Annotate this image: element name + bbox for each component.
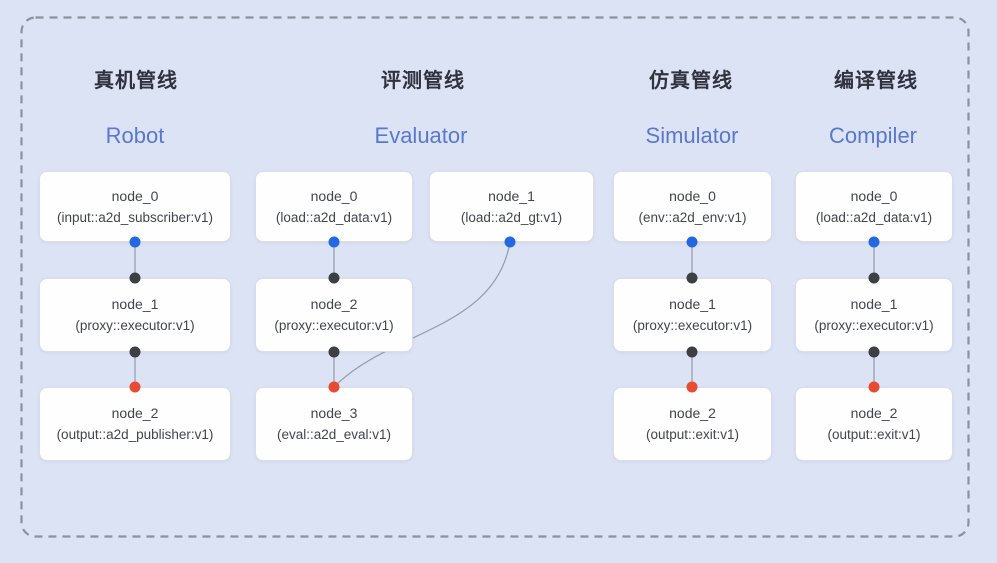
node-type: (input::a2d_subscriber:v1) <box>56 209 214 225</box>
node-compiler-0: node_0 (load::a2d_data:v1) <box>795 171 953 242</box>
node-type: (output::exit:v1) <box>827 427 921 442</box>
node-simulator-0: node_0 (env::a2d_env:v1) <box>613 171 772 242</box>
edge-evaluator-1-3 <box>333 241 511 388</box>
pipeline-title-cn-compiler: 编译管线 <box>834 70 918 92</box>
input-port-dot <box>868 381 880 393</box>
pipeline-title-en-compiler: Compiler <box>828 123 918 148</box>
node-name: node_0 <box>669 187 716 204</box>
input-port-dot <box>129 272 141 284</box>
output-port-dot <box>868 346 880 358</box>
pipeline-title-cn-simulator: 仿真管线 <box>649 70 733 92</box>
node-name: node_3 <box>310 405 358 421</box>
node-simulator-2: node_2 (output::exit:v1) <box>613 387 772 461</box>
node-name: node_1 <box>111 296 159 312</box>
node-type: (proxy::executor:v1) <box>274 318 394 333</box>
input-port-dot <box>328 272 340 284</box>
output-port-dot <box>328 236 340 248</box>
input-port-dot <box>686 381 698 393</box>
node-type: (output::exit:v1) <box>645 427 740 442</box>
output-port-dot <box>686 236 698 248</box>
node-name: node_1 <box>488 187 535 204</box>
node-type: (output::a2d_publisher:v1) <box>56 427 214 442</box>
node-evaluator-0: node_0 (load::a2d_data:v1) <box>255 171 413 242</box>
pipeline-title-en-robot: Robot <box>105 123 165 148</box>
output-port-dot <box>686 346 698 358</box>
node-evaluator-3: node_3 (eval::a2d_eval:v1) <box>255 387 413 461</box>
output-port-dot <box>129 346 141 358</box>
output-port-dot <box>868 236 880 248</box>
node-robot-1: node_1 (proxy::executor:v1) <box>39 278 231 352</box>
pipeline-title-cn-robot: 真机管线 <box>94 70 178 92</box>
input-port-dot <box>328 381 340 393</box>
node-simulator-1: node_1 (proxy::executor:v1) <box>613 278 772 352</box>
node-name: node_0 <box>111 187 159 204</box>
node-name: node_2 <box>850 405 898 421</box>
node-name: node_1 <box>850 296 898 312</box>
node-type: (load::a2d_data:v1) <box>815 209 933 225</box>
node-name: node_0 <box>310 187 358 204</box>
output-port-dot <box>504 236 516 248</box>
pipeline-title-en-simulator: Simulator <box>645 123 739 148</box>
node-name: node_0 <box>850 187 898 204</box>
node-type: (load::a2d_data:v1) <box>275 209 393 225</box>
input-port-dot <box>129 381 141 393</box>
node-type: (load::a2d_gt:v1) <box>460 209 563 225</box>
node-evaluator-2: node_2 (proxy::executor:v1) <box>255 278 413 352</box>
node-type: (proxy::executor:v1) <box>75 318 195 333</box>
pipeline-title-en-evaluator: Evaluator <box>374 123 468 148</box>
node-robot-2: node_2 (output::a2d_publisher:v1) <box>39 387 231 461</box>
node-name: node_2 <box>111 405 159 421</box>
node-evaluator-1: node_1 (load::a2d_gt:v1) <box>429 171 594 242</box>
node-robot-0: node_0 (input::a2d_subscriber:v1) <box>39 171 231 242</box>
output-port-dot <box>129 236 141 248</box>
node-type: (proxy::executor:v1) <box>814 318 934 333</box>
node-type: (eval::a2d_eval:v1) <box>276 427 392 442</box>
node-compiler-1: node_1 (proxy::executor:v1) <box>795 278 953 352</box>
node-compiler-2: node_2 (output::exit:v1) <box>795 387 953 461</box>
input-port-dot <box>686 272 698 284</box>
node-name: node_2 <box>310 296 358 312</box>
node-name: node_1 <box>669 296 716 312</box>
input-port-dot <box>868 272 880 284</box>
pipeline-title-cn-evaluator: 评测管线 <box>381 70 465 92</box>
node-type: (env::a2d_env:v1) <box>638 209 747 225</box>
node-type: (proxy::executor:v1) <box>632 318 753 333</box>
output-port-dot <box>328 346 340 358</box>
node-name: node_2 <box>669 405 716 421</box>
